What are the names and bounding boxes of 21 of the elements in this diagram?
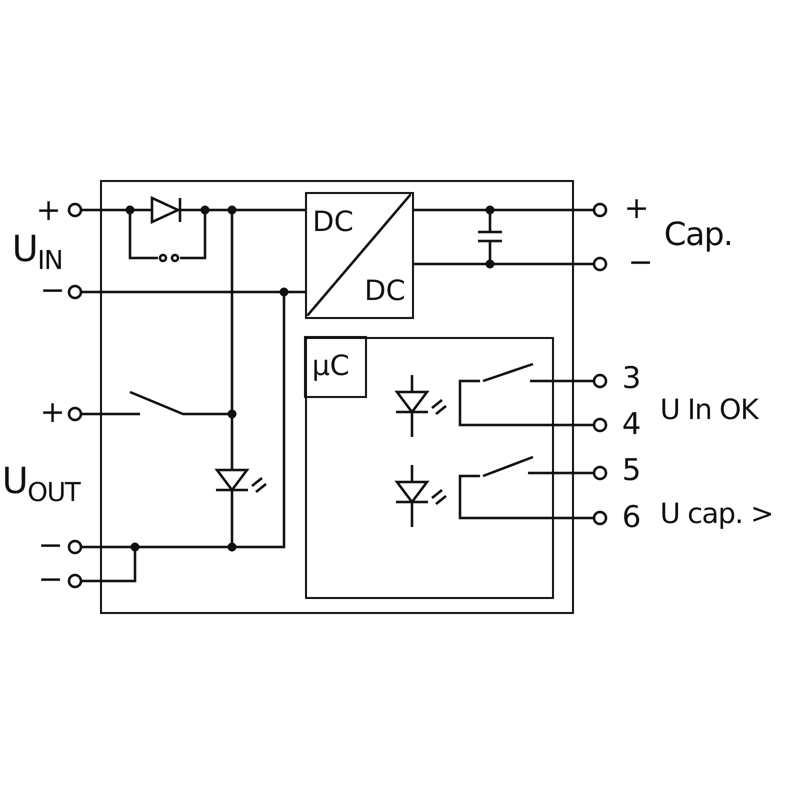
controller-tag: µC [304, 336, 367, 398]
converter-label: DC [312, 208, 354, 236]
terminal-sign: − [38, 531, 62, 561]
controller-block [304, 336, 554, 598]
terminal-sign: − [38, 565, 62, 595]
terminal-number: 5 [622, 456, 640, 486]
housing-box [100, 180, 574, 614]
voltage-label: U$_{OUT}$ [2, 464, 80, 506]
terminal-sign: + [40, 398, 64, 428]
terminal-number: 3 [622, 364, 640, 394]
terminal-number: 4 [622, 410, 640, 440]
terminal-sign: + [624, 194, 648, 224]
voltage-label: U$_{IN}$ [12, 232, 62, 274]
terminal-number: 6 [622, 503, 640, 533]
terminal-sign: − [628, 248, 652, 278]
terminal-sign: − [40, 276, 64, 306]
terminal-sign: + [36, 196, 60, 226]
output-label: U cap. > [660, 500, 773, 528]
converter-label: DC [364, 276, 406, 304]
output-label: U In OK [660, 396, 758, 424]
output-label: Cap. [664, 218, 732, 250]
